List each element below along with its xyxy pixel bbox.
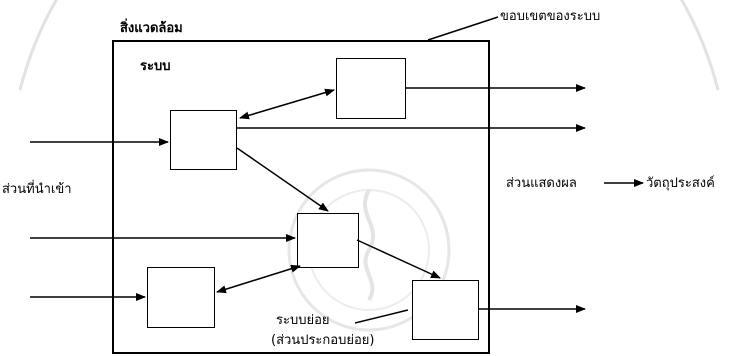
environment-label: สิ่งแวดล้อม — [120, 21, 183, 36]
subsystem-box-top — [336, 58, 406, 119]
output-label: ส่วนแสดงผล — [506, 176, 577, 191]
boundary-leader-line — [427, 16, 499, 41]
system-label: ระบบ — [140, 59, 171, 74]
subsystem-box-center — [297, 213, 359, 268]
objective-label: วัตถุประสงค์ — [646, 176, 715, 191]
link-left-center — [236, 147, 329, 212]
input-label: ส่วนที่นำเข้า — [2, 182, 72, 197]
system-boundary-box — [112, 40, 490, 354]
subsystem-leader-line — [354, 309, 409, 324]
link-left-top — [239, 88, 335, 120]
component-label: (ส่วนประกอบย่อย) — [271, 333, 375, 348]
subsystem-label: ระบบย่อย — [276, 313, 330, 328]
subsystem-box-lower-right — [412, 280, 479, 340]
system-boundary-label: ขอบเขตของระบบ — [500, 9, 601, 24]
link-lowerleft-center — [216, 264, 301, 294]
subsystem-box-lower-left — [147, 267, 215, 328]
subsystem-box-left — [170, 110, 237, 170]
link-center-lowerright — [356, 239, 441, 279]
